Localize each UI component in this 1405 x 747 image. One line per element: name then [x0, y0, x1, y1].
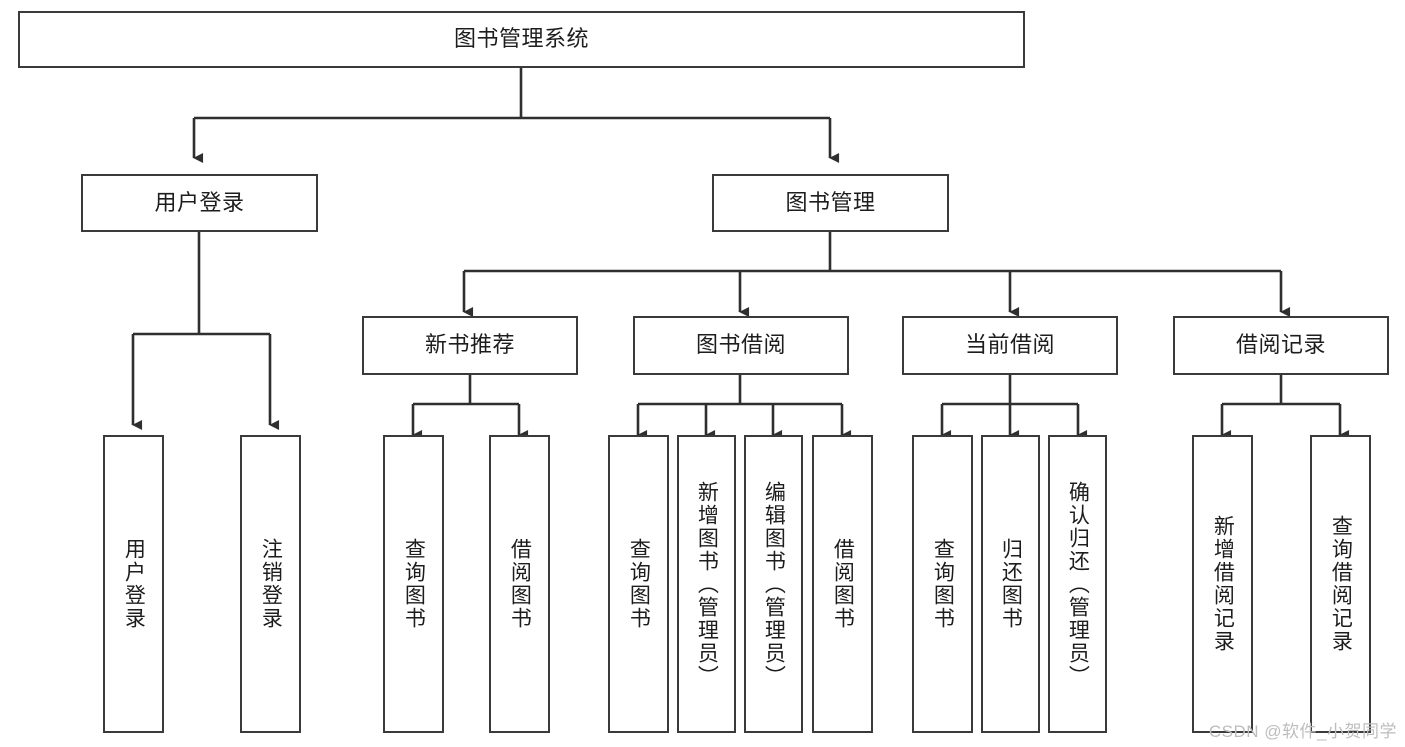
node-book-borrow-label: 图书借阅 [695, 332, 786, 358]
node-current-borrow[interactable]: 当前借阅 [902, 316, 1118, 375]
node-leaf-borrow-book-1[interactable]: 借阅图书 [489, 435, 550, 733]
node-current-borrow-label: 当前借阅 [964, 332, 1055, 358]
node-book-manage-label: 图书管理 [785, 189, 876, 215]
node-leaf-return-book[interactable]: 归还图书 [981, 435, 1040, 733]
node-borrow-record-label: 借阅记录 [1235, 332, 1326, 358]
node-leaf-query-record[interactable]: 查询借阅记录 [1310, 435, 1371, 733]
node-root[interactable]: 图书管理系统 [18, 11, 1025, 68]
node-leaf-edit-book-label: 编辑图书（管理员） [762, 480, 786, 688]
node-leaf-user-login[interactable]: 用户登录 [103, 435, 164, 733]
node-leaf-user-login-label: 用户登录 [122, 538, 146, 630]
node-leaf-return-book-label: 归还图书 [999, 538, 1023, 630]
node-user-login-label: 用户登录 [154, 189, 245, 215]
node-leaf-query-book-1-label: 查询图书 [402, 538, 426, 630]
node-borrow-record[interactable]: 借阅记录 [1173, 316, 1389, 375]
node-leaf-borrow-book-1-label: 借阅图书 [508, 538, 532, 630]
node-leaf-query-book-3-label: 查询图书 [931, 538, 955, 630]
node-leaf-add-book[interactable]: 新增图书（管理员） [677, 435, 736, 733]
node-leaf-query-book-2-label: 查询图书 [627, 538, 651, 630]
node-leaf-query-book-2[interactable]: 查询图书 [608, 435, 669, 733]
node-leaf-add-record[interactable]: 新增借阅记录 [1192, 435, 1253, 733]
node-leaf-confirm-return-label: 确认归还（管理员） [1066, 480, 1090, 688]
node-root-label: 图书管理系统 [453, 26, 589, 52]
node-leaf-query-record-label: 查询借阅记录 [1329, 515, 1353, 653]
node-leaf-logout-login[interactable]: 注销登录 [240, 435, 301, 733]
node-leaf-query-book-1[interactable]: 查询图书 [383, 435, 444, 733]
node-leaf-confirm-return[interactable]: 确认归还（管理员） [1048, 435, 1107, 733]
node-book-manage[interactable]: 图书管理 [712, 174, 949, 232]
node-leaf-query-book-3[interactable]: 查询图书 [912, 435, 973, 733]
node-new-book-recommend-label: 新书推荐 [424, 332, 515, 358]
node-user-login[interactable]: 用户登录 [81, 174, 318, 232]
node-leaf-add-record-label: 新增借阅记录 [1211, 515, 1235, 653]
node-leaf-edit-book[interactable]: 编辑图书（管理员） [744, 435, 803, 733]
node-new-book-recommend[interactable]: 新书推荐 [362, 316, 578, 375]
node-book-borrow[interactable]: 图书借阅 [633, 316, 849, 375]
node-leaf-logout-login-label: 注销登录 [259, 538, 283, 630]
csdn-watermark: CSDN @软件_小贺同学 [1208, 722, 1397, 741]
node-leaf-borrow-book-2[interactable]: 借阅图书 [812, 435, 873, 733]
node-leaf-add-book-label: 新增图书（管理员） [695, 480, 719, 688]
node-leaf-borrow-book-2-label: 借阅图书 [831, 538, 855, 630]
